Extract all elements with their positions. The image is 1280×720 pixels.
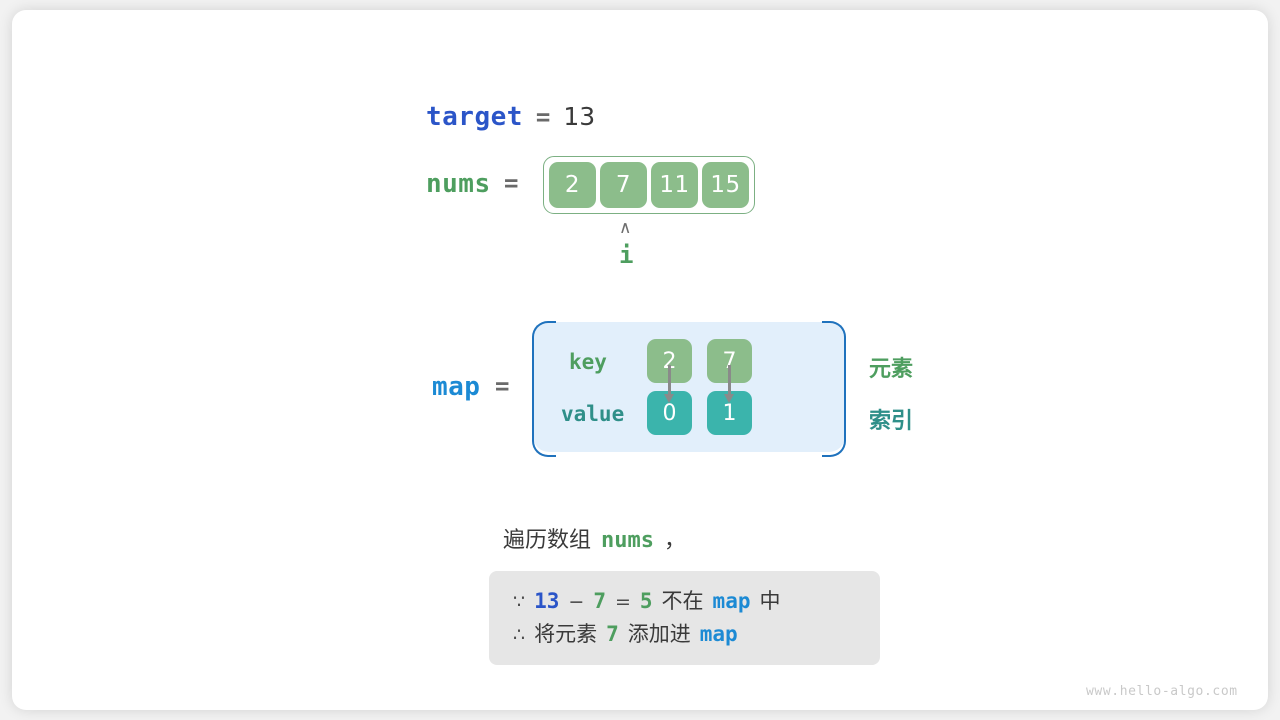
map-entry: 7 1 [707,339,752,435]
map-entry-value[interactable]: 1 [707,391,752,435]
note-text-mid-2: 添加进 [627,622,691,646]
map-variable-name: map [432,372,481,402]
note-result: 5 [639,589,653,613]
note-target-value: 13 [534,589,560,613]
nums-variable-name: nums [426,169,491,199]
map-value-label: value [561,402,625,426]
note-line-2: ∴ 将元素 7 添加进 map [489,618,880,651]
target-value: 13 [563,102,596,131]
note-equals-sign: = [614,591,631,613]
note-text-mid: 不在 [661,589,704,613]
note-line-1: ∵ 13 − 7 = 5 不在 map 中 [489,585,880,618]
nums-equals-sign: = [504,169,519,197]
map-equals-sign: = [495,372,510,400]
array-cell[interactable]: 11 [651,162,698,208]
figure-card: target = 13 nums = 2 7 11 15 ∧ i map = k… [12,10,1268,710]
nums-array: 2 7 11 15 [543,156,755,214]
note-box: ∵ 13 − 7 = 5 不在 map 中 ∴ 将元素 7 添加进 map [489,571,880,665]
therefore-symbol-icon: ∴ [513,624,526,646]
index-caret-icon: ∧ [619,218,632,238]
map-entry-arrow-icon [724,365,734,403]
map-container: key value 2 0 7 1 [532,321,846,457]
legend-index-label: 索引 [869,409,914,434]
array-cell[interactable]: 15 [702,162,749,208]
note-added-value: 7 [606,622,619,646]
note-text-start: 将元素 [534,622,598,646]
map-bracket-left-icon [532,321,556,457]
map-entry-arrow-icon [664,365,674,403]
note-operand: 7 [593,589,606,613]
map-bracket-right-icon [822,321,846,457]
index-pointer-label: i [619,241,634,269]
note-map-code: map [712,589,751,613]
watermark: www.hello-algo.com [1086,684,1238,699]
caption-text: 遍历数组 nums ， [503,522,686,554]
note-minus-sign: − [568,591,585,613]
array-cell[interactable]: 2 [549,162,596,208]
because-symbol-icon: ∵ [513,591,526,613]
caption-suffix: ， [664,528,687,553]
target-equals-sign: = [535,103,551,131]
map-key-label: key [569,350,607,374]
map-entry: 2 0 [647,339,692,435]
array-cell[interactable]: 7 [600,162,647,208]
target-row: target = 13 [426,102,595,132]
note-map-code-2: map [699,622,738,646]
caption-prefix: 遍历数组 [503,528,592,553]
legend-element-label: 元素 [869,357,914,382]
caption-code: nums [601,528,654,553]
target-variable-name: target [426,102,523,132]
note-text-end: 中 [759,589,781,613]
